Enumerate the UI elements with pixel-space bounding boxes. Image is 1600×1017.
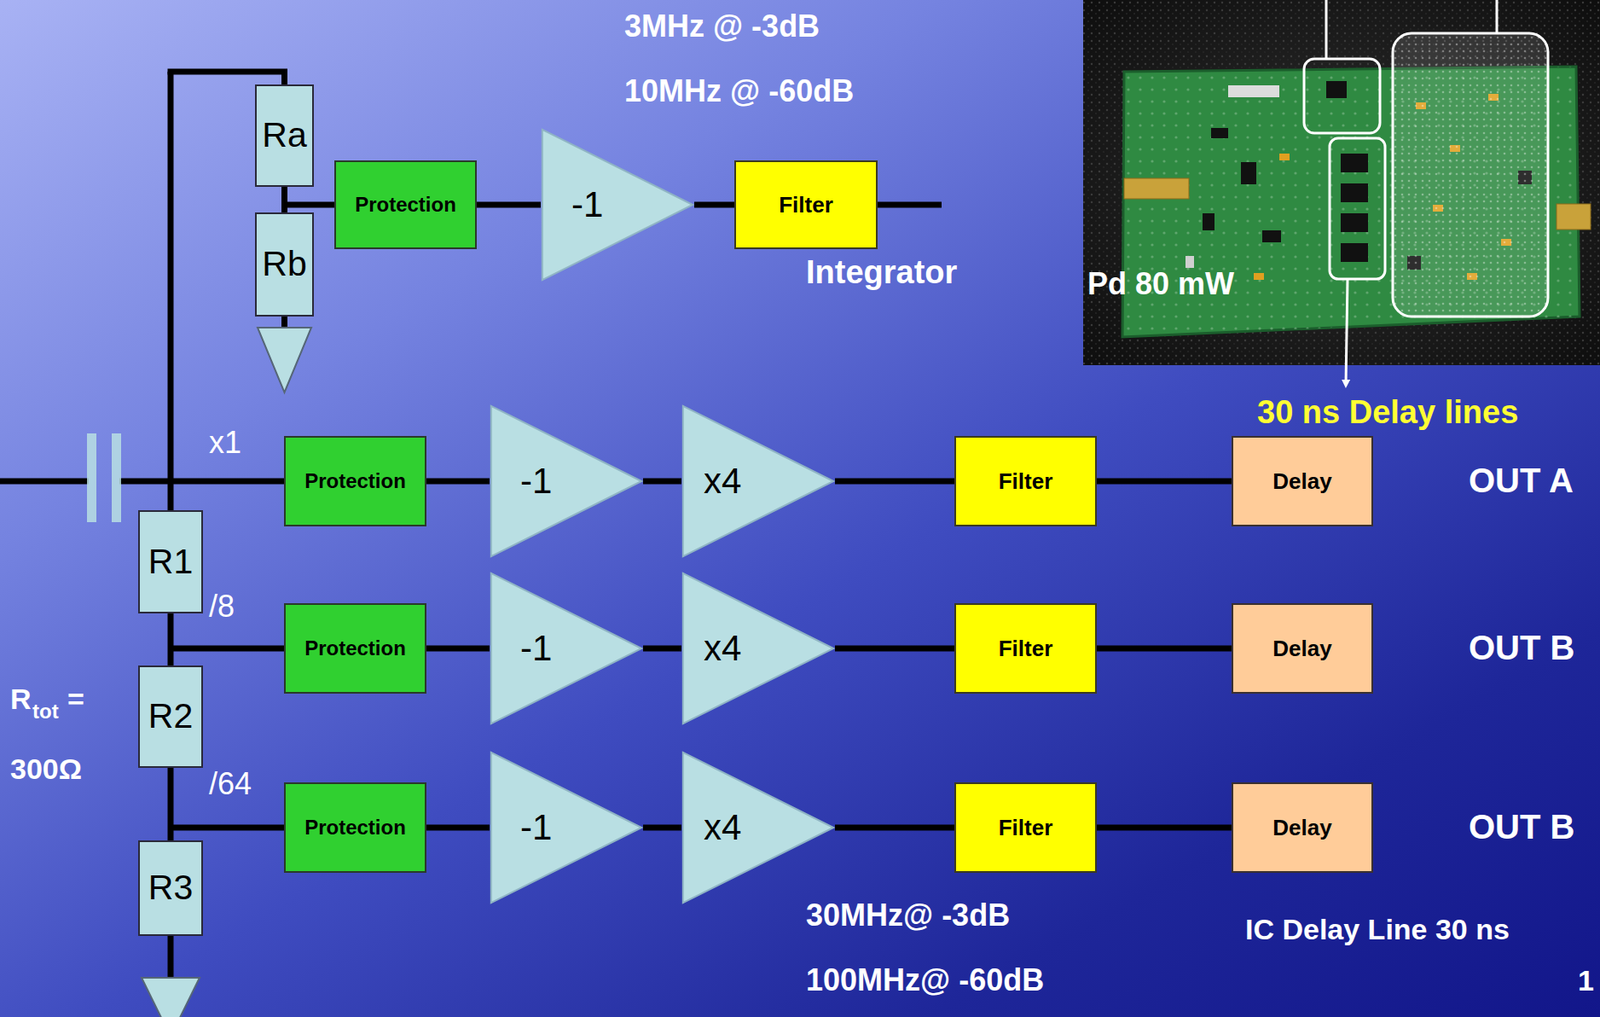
signal-wire	[694, 202, 735, 209]
node-label: R1	[148, 542, 193, 581]
output-name: OUT B	[1468, 627, 1575, 667]
node-label: Protection	[354, 193, 457, 216]
spec-note: 30MHz@ -3dB	[805, 897, 1010, 933]
spec-note: 3MHz @ -3dB	[624, 8, 820, 44]
signal-wire	[426, 645, 490, 652]
signal-wire	[643, 478, 682, 485]
board-photo	[1083, 0, 1600, 366]
triangle-outline	[540, 127, 695, 282]
block-title: Integrator	[805, 254, 957, 292]
signal-wire	[834, 478, 955, 485]
filter-block: Filter	[734, 160, 878, 250]
signal-wire	[1096, 824, 1232, 831]
node-label: Delay	[1272, 469, 1332, 494]
signal-wire	[426, 478, 490, 485]
gain-amplifier: x4	[681, 750, 835, 905]
delay-block: Delay	[1231, 435, 1374, 527]
signal-wire	[476, 202, 541, 209]
resistor-symbol: R3	[138, 840, 203, 936]
capacitor-plate	[86, 433, 97, 522]
node-label: Filter	[998, 815, 1054, 841]
spec-note: 100MHz@ -60dB	[805, 962, 1044, 998]
gain-amplifier: x4	[681, 571, 835, 725]
attenuation-label: /8	[208, 588, 235, 624]
resistor-symbol: Rb	[255, 212, 314, 317]
node-label: -1	[571, 185, 603, 225]
filter-block: Filter	[954, 602, 1097, 694]
protection-block: Protection	[284, 435, 427, 527]
resistor-symbol: Ra	[255, 84, 314, 187]
spec-note: 10MHz @ -60dB	[624, 73, 854, 109]
output-name: OUT A	[1468, 460, 1574, 500]
ground-symbol	[257, 327, 312, 393]
ground-symbol	[141, 977, 200, 1017]
protection-block: Protection	[284, 782, 427, 873]
signal-wire	[168, 767, 174, 841]
node-label: Protection	[304, 816, 406, 839]
resistance-value: 300Ω	[10, 752, 82, 786]
inverter-amplifier: -1	[540, 127, 695, 282]
gain-amplifier: x4	[681, 404, 835, 558]
signal-wire	[643, 645, 682, 652]
node-label: Ra	[261, 115, 307, 155]
node-label: Delay	[1272, 636, 1332, 661]
node-label: x4	[703, 807, 742, 847]
node-label: x4	[703, 628, 742, 668]
inverter-amplifier: -1	[489, 571, 644, 725]
resistor-symbol: R1	[138, 510, 203, 614]
node-label: Delay	[1272, 815, 1332, 841]
signal-wire	[1096, 645, 1232, 652]
wiring	[0, 71, 942, 979]
inverter-amplifier: -1	[489, 750, 644, 905]
protection-block: Protection	[334, 160, 477, 250]
output-name: OUT B	[1468, 806, 1575, 847]
attenuation-label: x1	[208, 424, 242, 460]
delay-block: Delay	[1231, 782, 1374, 873]
signal-wire	[426, 824, 490, 831]
filter-block: Filter	[954, 435, 1097, 527]
power-note: Pd 80 mW	[1087, 266, 1235, 302]
node-label: Filter	[778, 192, 834, 218]
node-label: Protection	[304, 469, 406, 493]
node-label: R3	[148, 868, 193, 907]
filter-block: Filter	[954, 782, 1097, 873]
inverter-amplifier: -1	[489, 404, 644, 558]
component-note: IC Delay Line 30 ns	[1245, 912, 1510, 946]
node-label: Protection	[304, 637, 406, 660]
protection-block: Protection	[284, 602, 427, 694]
equals-sign: =	[67, 682, 85, 716]
signal-wire	[168, 613, 174, 666]
callout-label: 30 ns Delay lines	[1257, 394, 1519, 432]
capacitor-plate	[111, 433, 122, 522]
signal-wire	[834, 645, 955, 652]
triangle-outline	[489, 404, 644, 558]
cut-off-text: 1	[1577, 963, 1595, 998]
node-label: x4	[703, 461, 742, 501]
node-label: Filter	[998, 636, 1054, 661]
node-label: -1	[520, 461, 552, 501]
triangle-outline	[489, 571, 644, 725]
resistor-symbol: R2	[138, 665, 203, 768]
node-label: Filter	[998, 469, 1054, 494]
node-label: Rb	[261, 244, 307, 284]
node-label: R2	[148, 696, 193, 736]
attenuation-label: /64	[208, 765, 252, 801]
signal-wire	[1096, 478, 1232, 485]
delay-block: Delay	[1231, 602, 1374, 694]
signal-wire	[643, 824, 682, 831]
triangle-outline	[489, 750, 644, 905]
signal-wire	[281, 186, 288, 213]
resistance-subscript: tot	[32, 699, 59, 724]
node-label: -1	[520, 807, 552, 847]
node-label: -1	[520, 628, 552, 668]
leader-arrow	[1345, 278, 1348, 384]
resistance-symbol: R	[10, 682, 32, 716]
signal-wire	[834, 824, 955, 831]
